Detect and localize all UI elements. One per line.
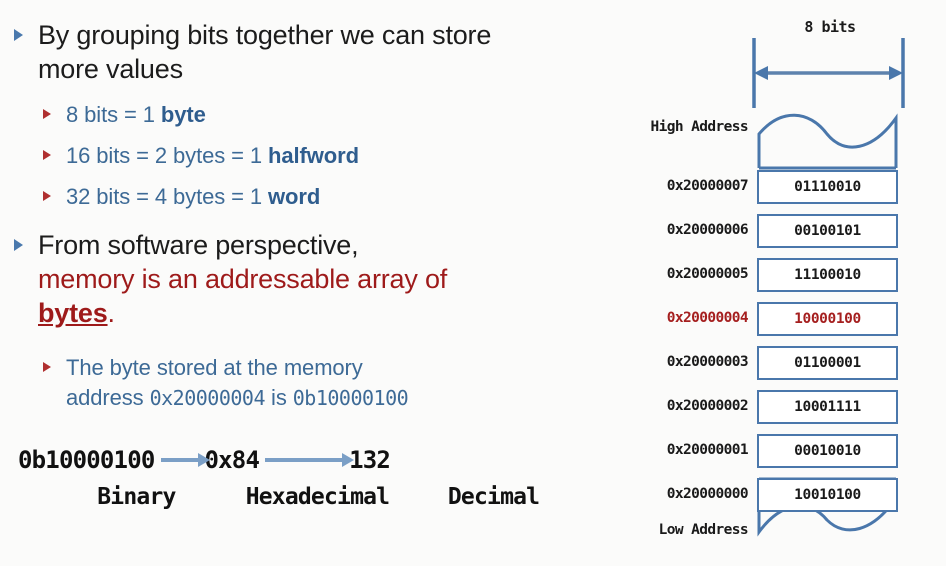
label-decimal: Decimal (447, 484, 540, 510)
bullet-byte-definition: 8 bits = 1 byte (0, 100, 586, 130)
address-label-0: 0x20000007 (666, 178, 749, 194)
software-perspective-line3: bytes. (38, 296, 578, 330)
binary-byte-value: 0b10000100 (292, 386, 409, 410)
high-address-label: High Address (650, 119, 748, 135)
bullet-word-definition: 32 bits = 4 bytes = 1 word (0, 182, 586, 212)
byte-stored-line2: address 0x20000004 is 0b10000100 (66, 383, 606, 413)
byte-stored-line1: The byte stored at the memory (66, 355, 363, 380)
address-label-2: 0x20000005 (666, 266, 749, 282)
triangle-bullet-icon (14, 239, 23, 251)
address-label-3: 0x20000004 (666, 310, 749, 326)
byte-term: byte (160, 102, 206, 127)
word-definition-prefix: 32 bits = 4 bytes = 1 (66, 184, 269, 209)
triangle-bullet-icon (14, 29, 23, 41)
bullet-primary-grouping: By grouping bits together we can store m… (0, 18, 558, 86)
memory-diagram: 8 bits High Address 0x20000007 0x2000000… (596, 0, 946, 566)
address-label-7: 0x20000000 (666, 486, 749, 502)
software-perspective-line2: memory is an addressable array of (38, 264, 448, 294)
triangle-bullet-icon (43, 150, 51, 160)
low-address-label: Low Address (658, 522, 749, 538)
memory-cell: 01100001 (757, 346, 898, 380)
memory-cell: 10001111 (757, 390, 898, 424)
software-perspective-line1: From software perspective, (38, 230, 359, 260)
memory-cell: 10010100 (757, 478, 898, 512)
address-mid-text: is (265, 385, 293, 410)
bullet-primary-software-perspective: From software perspective, memory is an … (0, 228, 578, 330)
memory-cell: 01110010 (757, 170, 898, 204)
memory-address-value: 0x20000004 (149, 386, 266, 410)
halfword-definition-prefix: 16 bits = 2 bytes = 1 (66, 143, 269, 168)
bit-width-dimension-icon (752, 38, 905, 108)
conversion-chain: 0b10000100 0x84 132 Binary Hexadecimal D… (18, 443, 563, 515)
address-label-6: 0x20000001 (666, 442, 749, 458)
address-label-4: 0x20000003 (666, 354, 749, 370)
memory-cell: 00100101 (757, 214, 898, 248)
label-binary: Binary (97, 484, 176, 510)
bullet-halfword-definition: 16 bits = 2 bytes = 1 halfword (0, 141, 586, 171)
triangle-bullet-icon (43, 109, 51, 119)
halfword-term: halfword (268, 143, 359, 168)
conversion-decimal-value: 132 (349, 446, 391, 474)
content-column: By grouping bits together we can store m… (0, 18, 578, 515)
arrow-right-icon (265, 453, 355, 467)
bullet-text: By grouping bits together we can store m… (38, 20, 492, 84)
conversion-labels-row: Binary Hexadecimal Decimal (18, 479, 563, 515)
bit-width-caption: 8 bits (804, 18, 856, 36)
conversion-hex-value: 0x84 (204, 446, 260, 474)
triangle-bullet-icon (43, 191, 51, 201)
memory-cell: 11100010 (757, 258, 898, 292)
word-term: word (268, 184, 321, 209)
conversion-binary-value: 0b10000100 (18, 446, 155, 474)
bullet-byte-stored-note: The byte stored at the memory address 0x… (0, 353, 606, 413)
conversion-values-row: 0b10000100 0x84 132 (18, 443, 563, 477)
bytes-emphasis: bytes (38, 298, 108, 328)
memory-cell-highlighted: 10000100 (757, 302, 898, 336)
byte-definition-prefix: 8 bits = 1 (66, 102, 161, 127)
bytes-period: . (107, 298, 116, 328)
label-hexadecimal: Hexadecimal (245, 484, 390, 510)
memory-cell: 00010010 (757, 434, 898, 468)
address-label-5: 0x20000002 (666, 398, 749, 414)
arrow-right-icon (160, 453, 210, 467)
address-label-1: 0x20000006 (666, 222, 749, 238)
address-prefix-text: address (66, 385, 150, 410)
memory-top-wave-icon (757, 113, 898, 170)
triangle-bullet-icon (43, 362, 51, 372)
